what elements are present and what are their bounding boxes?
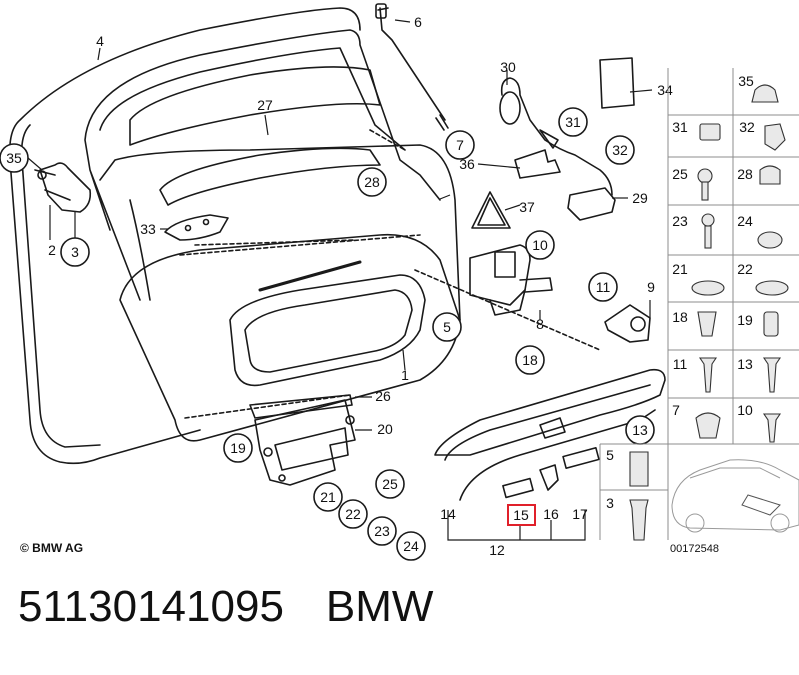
label-plate [599,57,635,109]
hinge [39,162,92,213]
callout-16: 16 [543,506,559,522]
callout-13: 13 [632,422,648,438]
callout-31: 31 [565,114,581,130]
callout-19: 19 [230,440,246,456]
release-cable [500,77,613,196]
callout-14: 14 [440,506,456,522]
panel-24: 24 [737,213,753,229]
panel-10: 10 [737,402,753,418]
callout-33: 33 [140,221,156,237]
callout-21: 21 [320,489,336,505]
tailgate-glass [84,29,441,301]
tailgate-body [119,233,461,442]
callout-32: 32 [612,142,628,158]
panel-3: 3 [606,495,614,511]
fastener-panel: 35 31 32 25 28 23 24 21 22 18 19 11 13 7… [599,68,799,555]
callout-30: 30 [500,59,516,75]
callout-24: 24 [403,538,419,554]
panel-13: 13 [737,356,753,372]
callout-3: 3 [71,244,79,260]
handle-switch [567,187,616,221]
nameplate [164,214,229,241]
tailgate-seal [8,7,361,465]
panel-25: 25 [672,166,688,182]
callout-7: 7 [456,137,464,153]
callout-9: 9 [647,279,655,295]
copyright-text: © BMW AG [20,541,83,555]
tailgate-trim [434,368,666,456]
callout-27: 27 [257,97,273,113]
diagram-id: 00172548 [670,543,719,555]
brand-name: BMW [325,582,434,631]
callout-12: 12 [489,542,505,558]
panel-21: 21 [672,261,688,277]
panel-28: 28 [737,166,753,182]
callout-37: 37 [519,199,535,215]
highlight-box [507,504,536,526]
callout-1: 1 [401,367,409,383]
part-number: 51130141095 [18,582,284,631]
callout-28: 28 [364,174,380,190]
callout-10: 10 [532,237,548,253]
handle-bracket [604,304,651,343]
callout-25: 25 [382,476,398,492]
callout-35: 35 [6,150,22,166]
panel-32: 32 [739,119,755,135]
panel-5: 5 [606,447,614,463]
callout-18: 18 [522,352,538,368]
warning-label [477,197,506,226]
callout-11: 11 [596,279,611,295]
panel-35: 35 [738,73,754,89]
callout-26: 26 [375,388,391,404]
callout-22: 22 [345,506,361,522]
latch [469,244,531,306]
callout-4: 4 [96,33,104,49]
callout-29: 29 [632,190,648,206]
license-bracket [254,399,356,486]
spoiler [159,147,381,206]
gas-strut [377,7,446,121]
panel-11: 11 [673,356,688,372]
callout-20: 20 [377,421,393,437]
callout-15-highlighted: 15 [513,507,529,523]
panel-31: 31 [672,119,688,135]
panel-19: 19 [737,312,753,328]
footer-caption: 51130141095 BMW [18,582,433,632]
panel-22: 22 [737,261,753,277]
callout-5: 5 [443,319,451,335]
panel-18: 18 [672,309,688,325]
panel-23: 23 [672,213,688,229]
callout-6: 6 [414,14,422,30]
callout-8: 8 [536,316,544,332]
callout-labels: 35 2 3 4 6 27 7 28 33 1 5 30 31 32 34 36… [6,14,673,558]
callout-2: 2 [48,242,56,258]
callout-36: 36 [459,156,475,172]
panel-7: 7 [672,402,680,418]
callout-34: 34 [657,82,673,98]
callout-17: 17 [572,506,588,522]
callout-23: 23 [374,523,390,539]
